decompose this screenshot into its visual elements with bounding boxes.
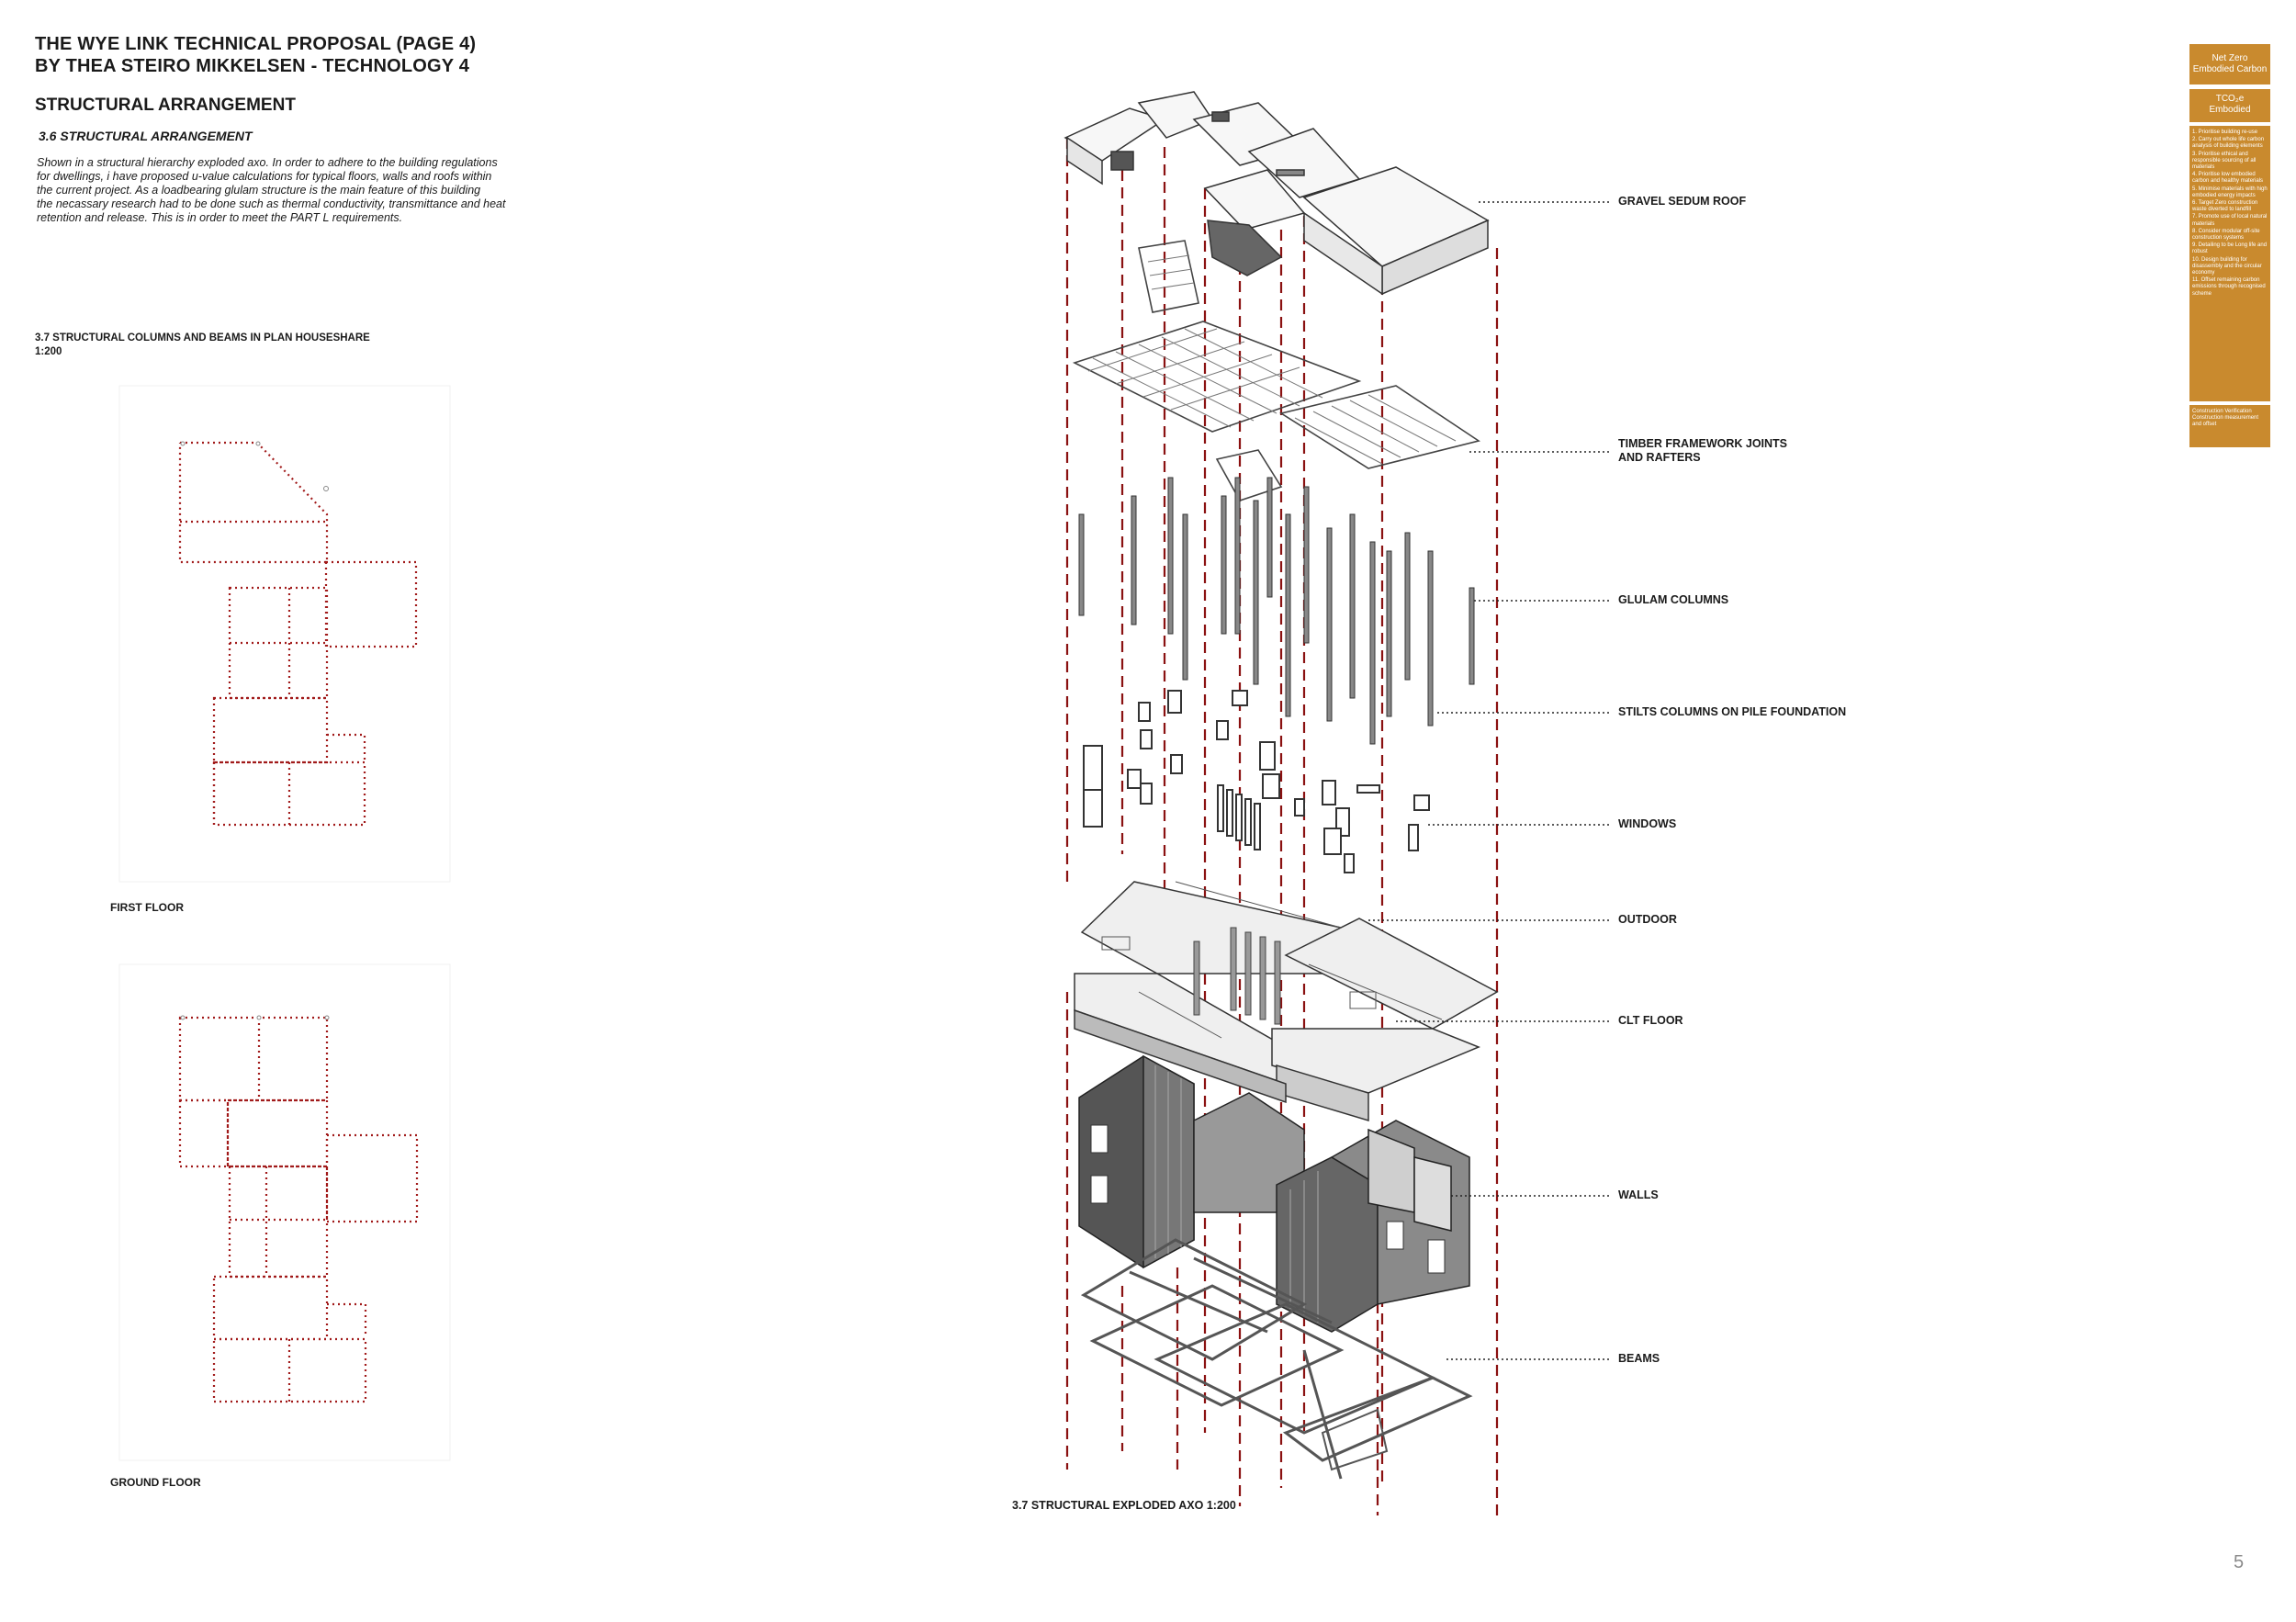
principle-item: 4. Prioritise low embodied carbon and he… <box>2192 172 2264 185</box>
section-subtitle: 3.6 STRUCTURAL ARRANGEMENT <box>39 129 253 143</box>
callout-walls: WALLS <box>1618 1188 1659 1201</box>
walls-layer <box>1078 1054 1470 1333</box>
principle-item: 5. Minimise materials with high embodied… <box>2192 186 2268 198</box>
tco2e-line-2: Embodied <box>2209 105 2251 115</box>
principle-item: 3. Prioritise ethical and responsible so… <box>2192 151 2257 171</box>
callout-timber-framework: TIMBER FRAMEWORK JOINTS AND RAFTERS <box>1618 437 1787 465</box>
body-line: the necassary research had to be done su… <box>37 197 506 210</box>
principle-item: 1. Prioritise building re-use <box>2192 130 2258 135</box>
section-body: Shown in a structural hierarchy exploded… <box>37 156 551 225</box>
body-line: the current project. As a loadbearing gl… <box>37 184 481 197</box>
clt-floor-layer <box>1074 881 1499 1122</box>
body-line: Shown in a structural hierarchy exploded… <box>37 156 498 169</box>
body-line: retention and release. This is in order … <box>37 211 403 224</box>
verification-box: Construction Verification Construction m… <box>2189 405 2270 447</box>
callout-stilts-columns: STILTS COLUMNS ON PILE FOUNDATION <box>1618 705 1847 718</box>
net-zero-line-1: Net Zero <box>2212 53 2248 63</box>
tco2e-line-1: TCO₂e <box>2215 94 2245 104</box>
body-line: for dwellings, i have proposed u-value c… <box>37 170 492 183</box>
callout-leaders <box>1368 201 1612 1360</box>
callout-glulam-columns: GLULAM COLUMNS <box>1618 593 1729 606</box>
principle-item: 10. Design building for disassembly and … <box>2192 256 2262 276</box>
callout-beams: BEAMS <box>1618 1352 1660 1365</box>
glulam-columns-layer <box>1078 477 1475 745</box>
page-title-line-1: THE WYE LINK TECHNICAL PROPOSAL (PAGE 4) <box>35 34 477 54</box>
callout-line: TIMBER FRAMEWORK JOINTS <box>1618 437 1788 450</box>
roof-layer <box>1064 91 1490 296</box>
ground-floor-label: GROUND FLOOR <box>110 1476 201 1489</box>
callout-clt-floor: CLT FLOOR <box>1618 1014 1683 1027</box>
timber-framework-layer <box>1072 240 1480 501</box>
verification-text: Construction Verification Construction m… <box>2192 409 2259 428</box>
callout-windows: WINDOWS <box>1618 817 1677 830</box>
principle-item: 9. Detailing to be Long life and robust <box>2192 242 2268 255</box>
principle-item: 7. Promote use of local natural material… <box>2192 214 2268 227</box>
principles-list: 1. Prioritise building re-use 2. Carry o… <box>2189 126 2270 401</box>
tco2e-box: TCO₂e Embodied <box>2189 89 2270 122</box>
net-zero-box: Net Zero Embodied Carbon <box>2189 44 2270 84</box>
principle-item: 6. Target Zero construction waste divert… <box>2192 200 2258 213</box>
principle-item: 8. Consider modular off-site constructio… <box>2192 228 2260 242</box>
plans-heading-line-2: 1:200 <box>35 346 62 357</box>
first-floor-plan <box>178 441 418 827</box>
first-floor-label: FIRST FLOOR <box>110 901 184 914</box>
callout-gravel-sedum-roof: GRAVEL SEDUM ROOF <box>1618 195 1747 208</box>
section-title: STRUCTURAL ARRANGEMENT <box>35 96 296 115</box>
net-zero-line-2: Embodied Carbon <box>2192 64 2268 74</box>
ground-floor-plan <box>178 1016 419 1403</box>
axo-caption: 3.7 STRUCTURAL EXPLODED AXO 1:200 <box>1012 1499 1236 1512</box>
beams-layer <box>1080 1238 1473 1480</box>
plans-heading-line-1: 3.7 STRUCTURAL COLUMNS AND BEAMS IN PLAN… <box>35 332 370 344</box>
page-title-line-2: BY THEA STEIRO MIKKELSEN - TECHNOLOGY 4 <box>35 56 470 76</box>
principle-item: 2. Carry out whole life carbon analysis … <box>2192 137 2265 150</box>
callout-line: AND RAFTERS <box>1618 451 1701 464</box>
principle-item: 11. Offset remaining carbon emissions th… <box>2192 277 2266 297</box>
windows-layer <box>1083 690 1430 873</box>
page-number: 5 <box>2234 1552 2245 1572</box>
callout-outdoor: OUTDOOR <box>1618 913 1677 926</box>
